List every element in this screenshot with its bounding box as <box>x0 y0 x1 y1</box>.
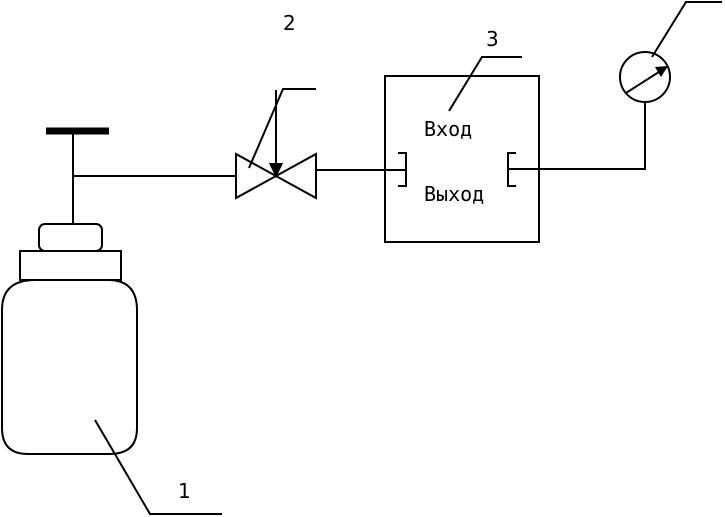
valve-actuator-arrowhead <box>269 163 283 178</box>
cylinder-collar <box>19 250 122 281</box>
gas-cylinder <box>0 127 138 455</box>
cylinder-number-label: 1 <box>178 479 191 503</box>
cylinder-body <box>0 279 138 455</box>
device-number-label: 3 <box>486 27 499 51</box>
device-outlet-label: Выход <box>424 182 484 206</box>
valve-body-right <box>273 152 317 200</box>
leader-device <box>448 56 522 112</box>
device-inlet-label: Вход <box>424 117 472 141</box>
valve-body-left <box>235 152 279 200</box>
cylinder-cap <box>38 223 103 252</box>
leader-cylinder <box>94 419 222 515</box>
valve-number-label: 2 <box>283 11 296 35</box>
gauge-needle <box>625 69 663 94</box>
device-inlet-port <box>398 152 407 187</box>
gauge-dial <box>619 51 671 103</box>
device-box <box>384 75 540 243</box>
gauge-needle-arrowhead <box>655 66 668 77</box>
leader-gauge <box>651 1 722 58</box>
leader-valve <box>248 88 316 169</box>
pipe-device-to-gauge <box>508 102 646 170</box>
device: Вход Выход <box>384 75 540 243</box>
pressure-gauge <box>619 51 671 103</box>
